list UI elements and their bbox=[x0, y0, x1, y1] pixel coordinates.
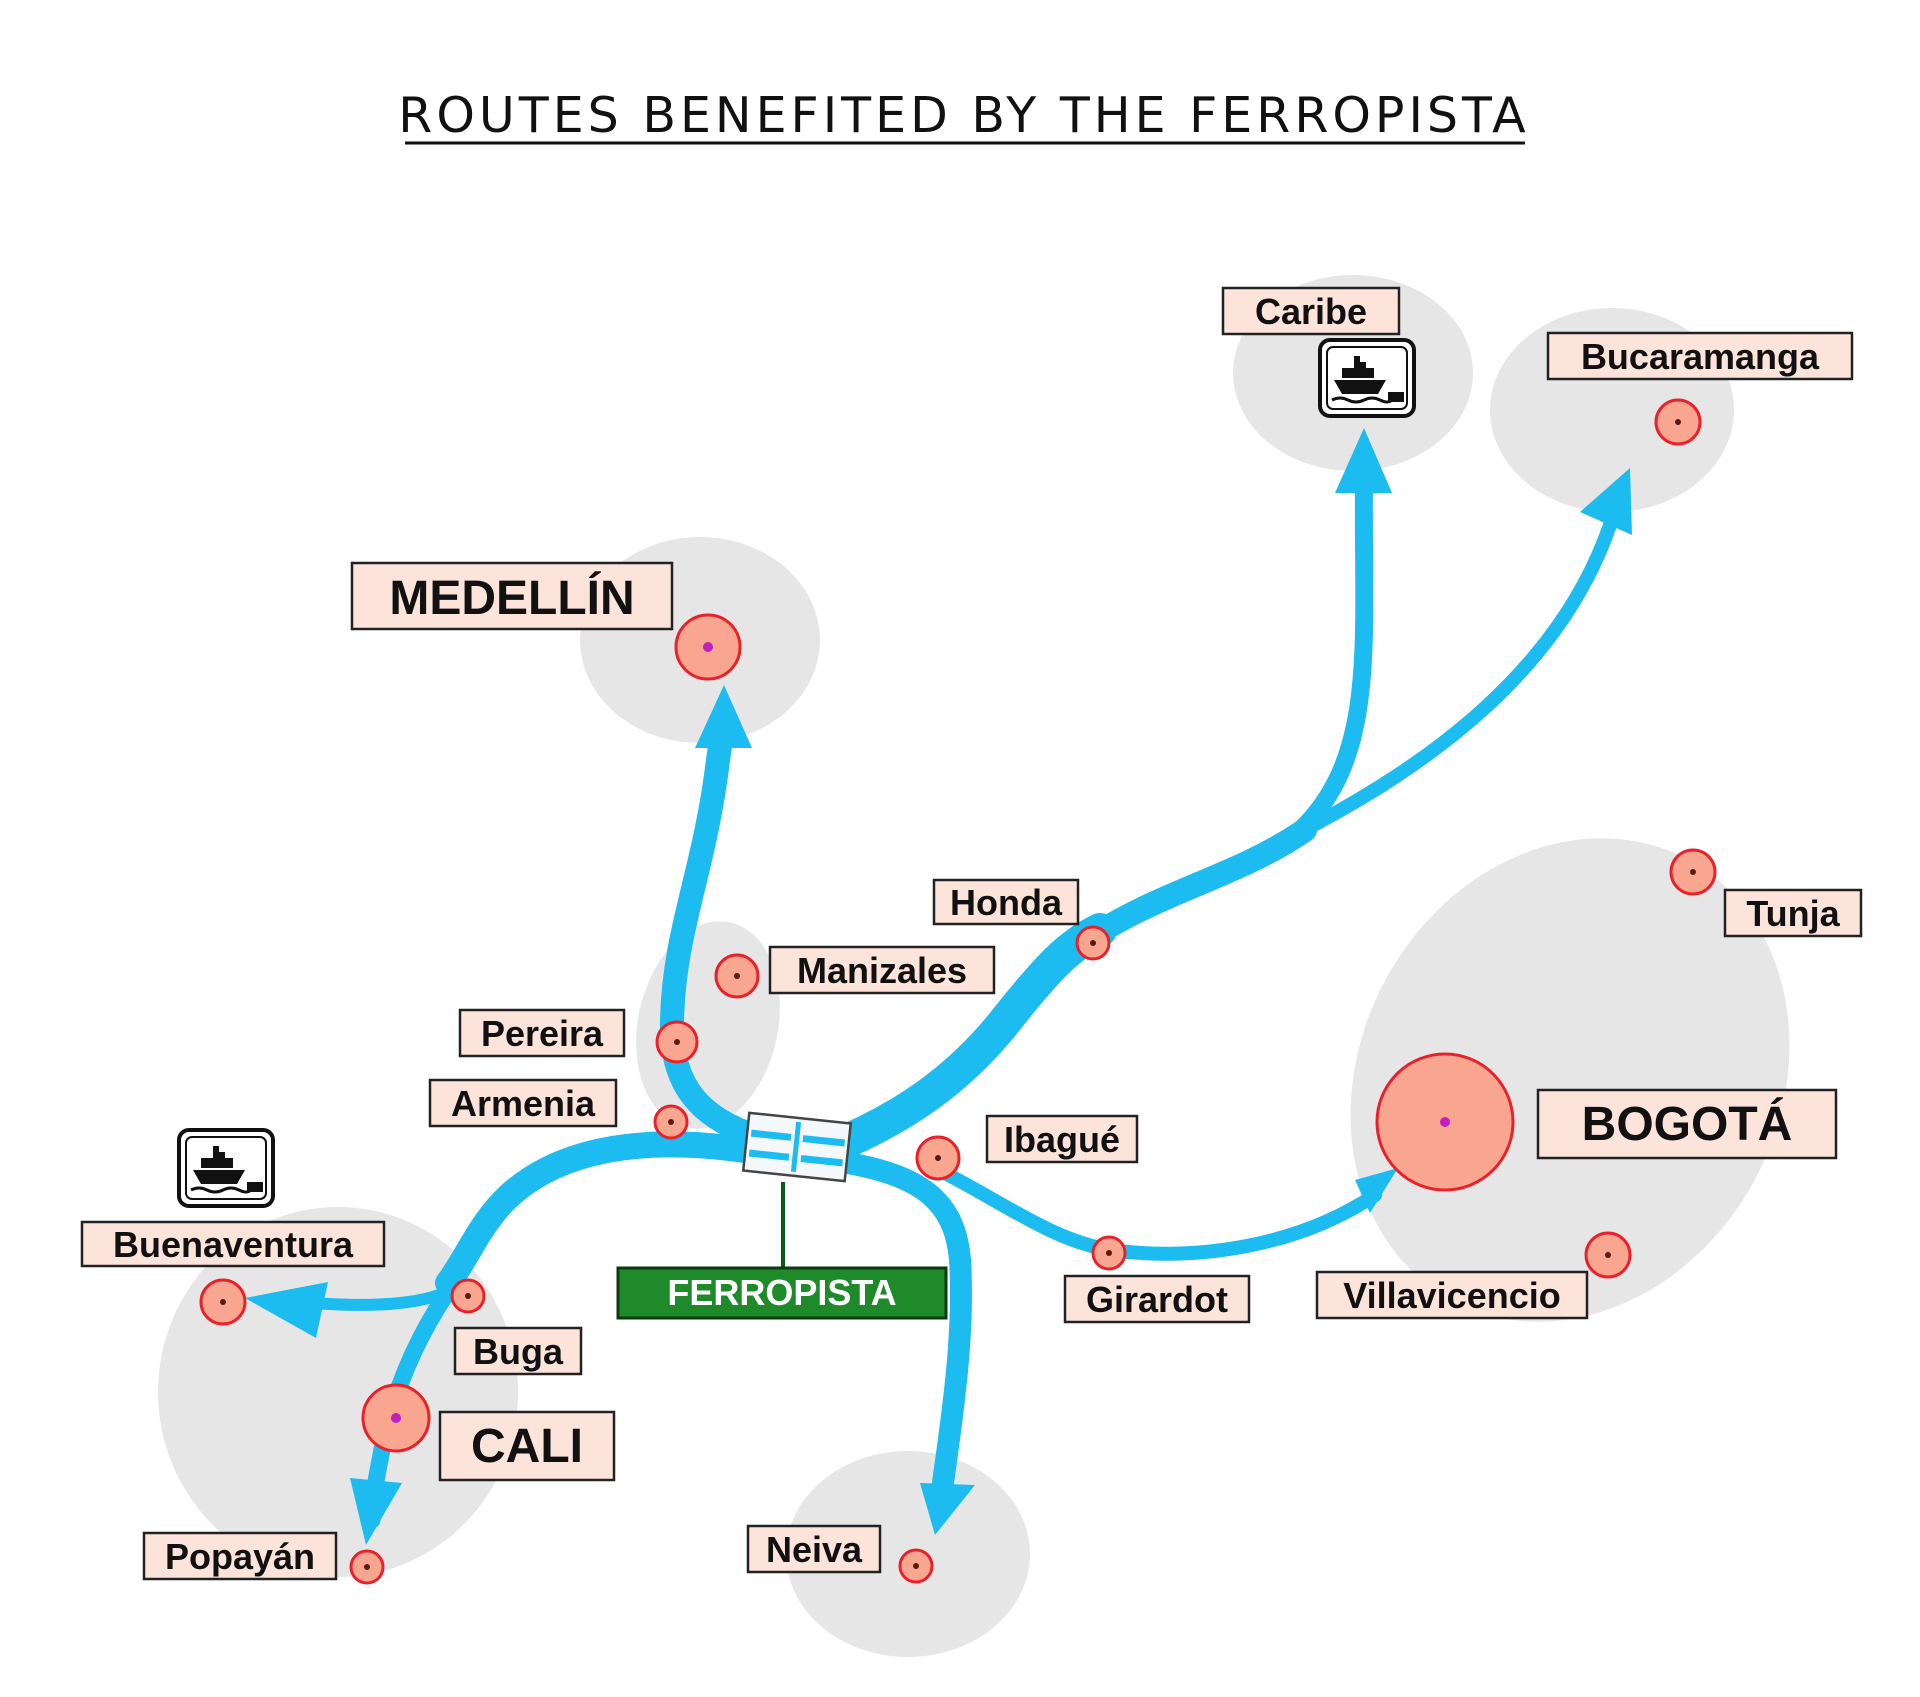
city-dot bbox=[674, 1039, 680, 1045]
city-label-neiva: Neiva bbox=[766, 1529, 863, 1570]
city-label-medellin: MEDELLÍN bbox=[389, 571, 634, 625]
city-dot bbox=[1106, 1250, 1112, 1256]
routes bbox=[245, 428, 1632, 1545]
label-box bbox=[985, 1114, 1139, 1164]
route-to-popayan-head bbox=[350, 1478, 402, 1545]
label-box bbox=[1723, 888, 1863, 938]
label-box bbox=[1221, 286, 1401, 336]
label-box bbox=[1536, 1088, 1838, 1160]
city-dot bbox=[935, 1155, 941, 1161]
route-to-bucaramanga-head bbox=[1580, 468, 1632, 535]
route-to-bogota bbox=[928, 1161, 1382, 1261]
city-label-cali: CALI bbox=[471, 1420, 583, 1473]
label-box bbox=[453, 1326, 583, 1376]
route-to-caribe-head bbox=[1335, 428, 1392, 493]
route-northeast-trunk bbox=[813, 913, 1117, 1165]
label-box bbox=[1315, 1270, 1589, 1320]
city-dot bbox=[220, 1299, 226, 1305]
city-dot bbox=[913, 1563, 919, 1569]
label-box bbox=[350, 561, 674, 631]
city-dot bbox=[1690, 869, 1696, 875]
route-to-bogota-head bbox=[1355, 1168, 1398, 1213]
city-label-buga: Buga bbox=[473, 1331, 564, 1372]
city-label-pereira: Pereira bbox=[481, 1013, 604, 1054]
city-dot bbox=[391, 1413, 401, 1423]
city-label-bucaramanga: Bucaramanga bbox=[1581, 336, 1820, 377]
route-to-neiva bbox=[831, 1151, 972, 1501]
city-label-caribe: Caribe bbox=[1255, 291, 1367, 332]
label-box bbox=[438, 1410, 616, 1482]
city-dot bbox=[1605, 1252, 1611, 1258]
city-label-armenia: Armenia bbox=[451, 1083, 596, 1124]
route-to-medellin-head bbox=[695, 685, 752, 748]
city-dot bbox=[1090, 940, 1096, 946]
city-label-girardot: Girardot bbox=[1086, 1279, 1228, 1320]
city-label-manizales: Manizales bbox=[797, 950, 967, 991]
city-markers bbox=[199, 398, 1717, 1585]
label-box bbox=[458, 1008, 626, 1058]
city-label-villavicencio: Villavicencio bbox=[1343, 1275, 1560, 1316]
label-box bbox=[1063, 1274, 1251, 1324]
label-box bbox=[768, 945, 996, 995]
city-dot bbox=[734, 973, 740, 979]
city-dot bbox=[703, 642, 713, 652]
hub-terminal-icon bbox=[741, 1111, 853, 1183]
city-dot bbox=[668, 1119, 674, 1125]
route-honda-onward bbox=[1083, 818, 1317, 947]
label-box bbox=[428, 1078, 618, 1128]
route-to-buenaventura-head bbox=[245, 1282, 328, 1338]
ferropista-hub[interactable]: FERROPISTA bbox=[616, 1111, 948, 1320]
city-label-popayan: Popayán bbox=[165, 1536, 315, 1577]
label-box bbox=[80, 1220, 386, 1268]
route-to-neiva-head bbox=[920, 1483, 975, 1535]
city-dot bbox=[1440, 1117, 1450, 1127]
city-label-bogota: BOGOTÁ bbox=[1582, 1097, 1793, 1151]
ship-icon bbox=[1318, 338, 1416, 418]
route-west-trunk bbox=[435, 1131, 758, 1296]
city-dot bbox=[465, 1293, 471, 1299]
zone-bogota bbox=[1350, 838, 1790, 1322]
city-label-ibague: Ibagué bbox=[1004, 1119, 1120, 1160]
label-box bbox=[142, 1531, 338, 1581]
ship-icon bbox=[177, 1128, 275, 1208]
hub-label-box bbox=[616, 1266, 948, 1320]
city-label-honda: Honda bbox=[950, 882, 1063, 923]
city-label-tunja: Tunja bbox=[1746, 893, 1840, 934]
label-box bbox=[1546, 331, 1854, 381]
hub-label: FERROPISTA bbox=[667, 1272, 896, 1313]
label-box bbox=[746, 1524, 882, 1574]
page-title: ROUTES BENEFITED BY THE FERROPISTA bbox=[398, 87, 1529, 144]
route-to-caribe bbox=[1286, 471, 1374, 844]
city-dot bbox=[364, 1564, 370, 1570]
city-label-buenaventura: Buenaventura bbox=[113, 1224, 354, 1265]
city-labels: MEDELLÍN Caribe Bucaramanga Honda Tunja … bbox=[80, 286, 1863, 1581]
label-box bbox=[932, 878, 1080, 926]
city-dot bbox=[1675, 419, 1681, 425]
route-to-bucaramanga bbox=[1293, 518, 1617, 839]
